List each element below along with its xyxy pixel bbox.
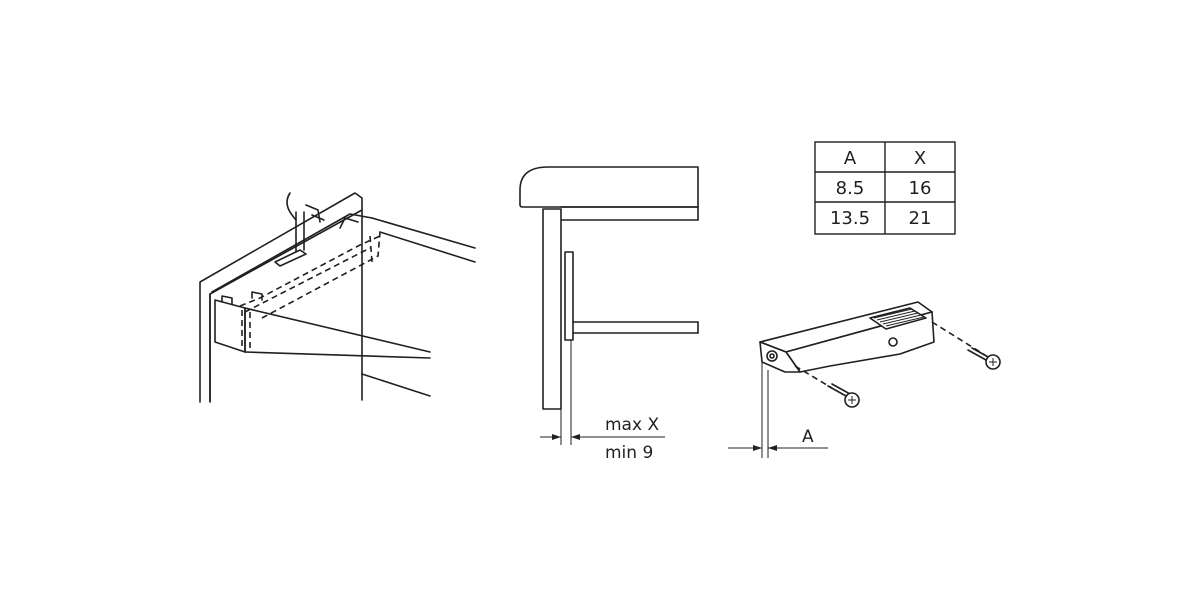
table-cell-a-2: 13.5 [830, 208, 870, 229]
screw-right [967, 347, 1001, 370]
table-cell-x-2: 21 [909, 208, 932, 229]
table-cell-a-1: 8.5 [836, 178, 865, 199]
side-section-view: max X min 9 [519, 166, 699, 463]
table-cell-x-1: 16 [909, 178, 932, 199]
dimension-a-label: A [802, 427, 814, 447]
catch-unit-view: A [728, 301, 1001, 458]
drawer-isometric-view [199, 192, 476, 403]
table-header-a: A [844, 148, 857, 169]
grip-ridges [873, 308, 925, 327]
dimension-table: A X 8.5 16 13.5 21 [814, 141, 956, 235]
min-9-label: min 9 [605, 443, 653, 463]
table-header-x: X [914, 148, 926, 169]
max-x-label: max X [605, 415, 659, 435]
screw-lower [827, 383, 860, 408]
